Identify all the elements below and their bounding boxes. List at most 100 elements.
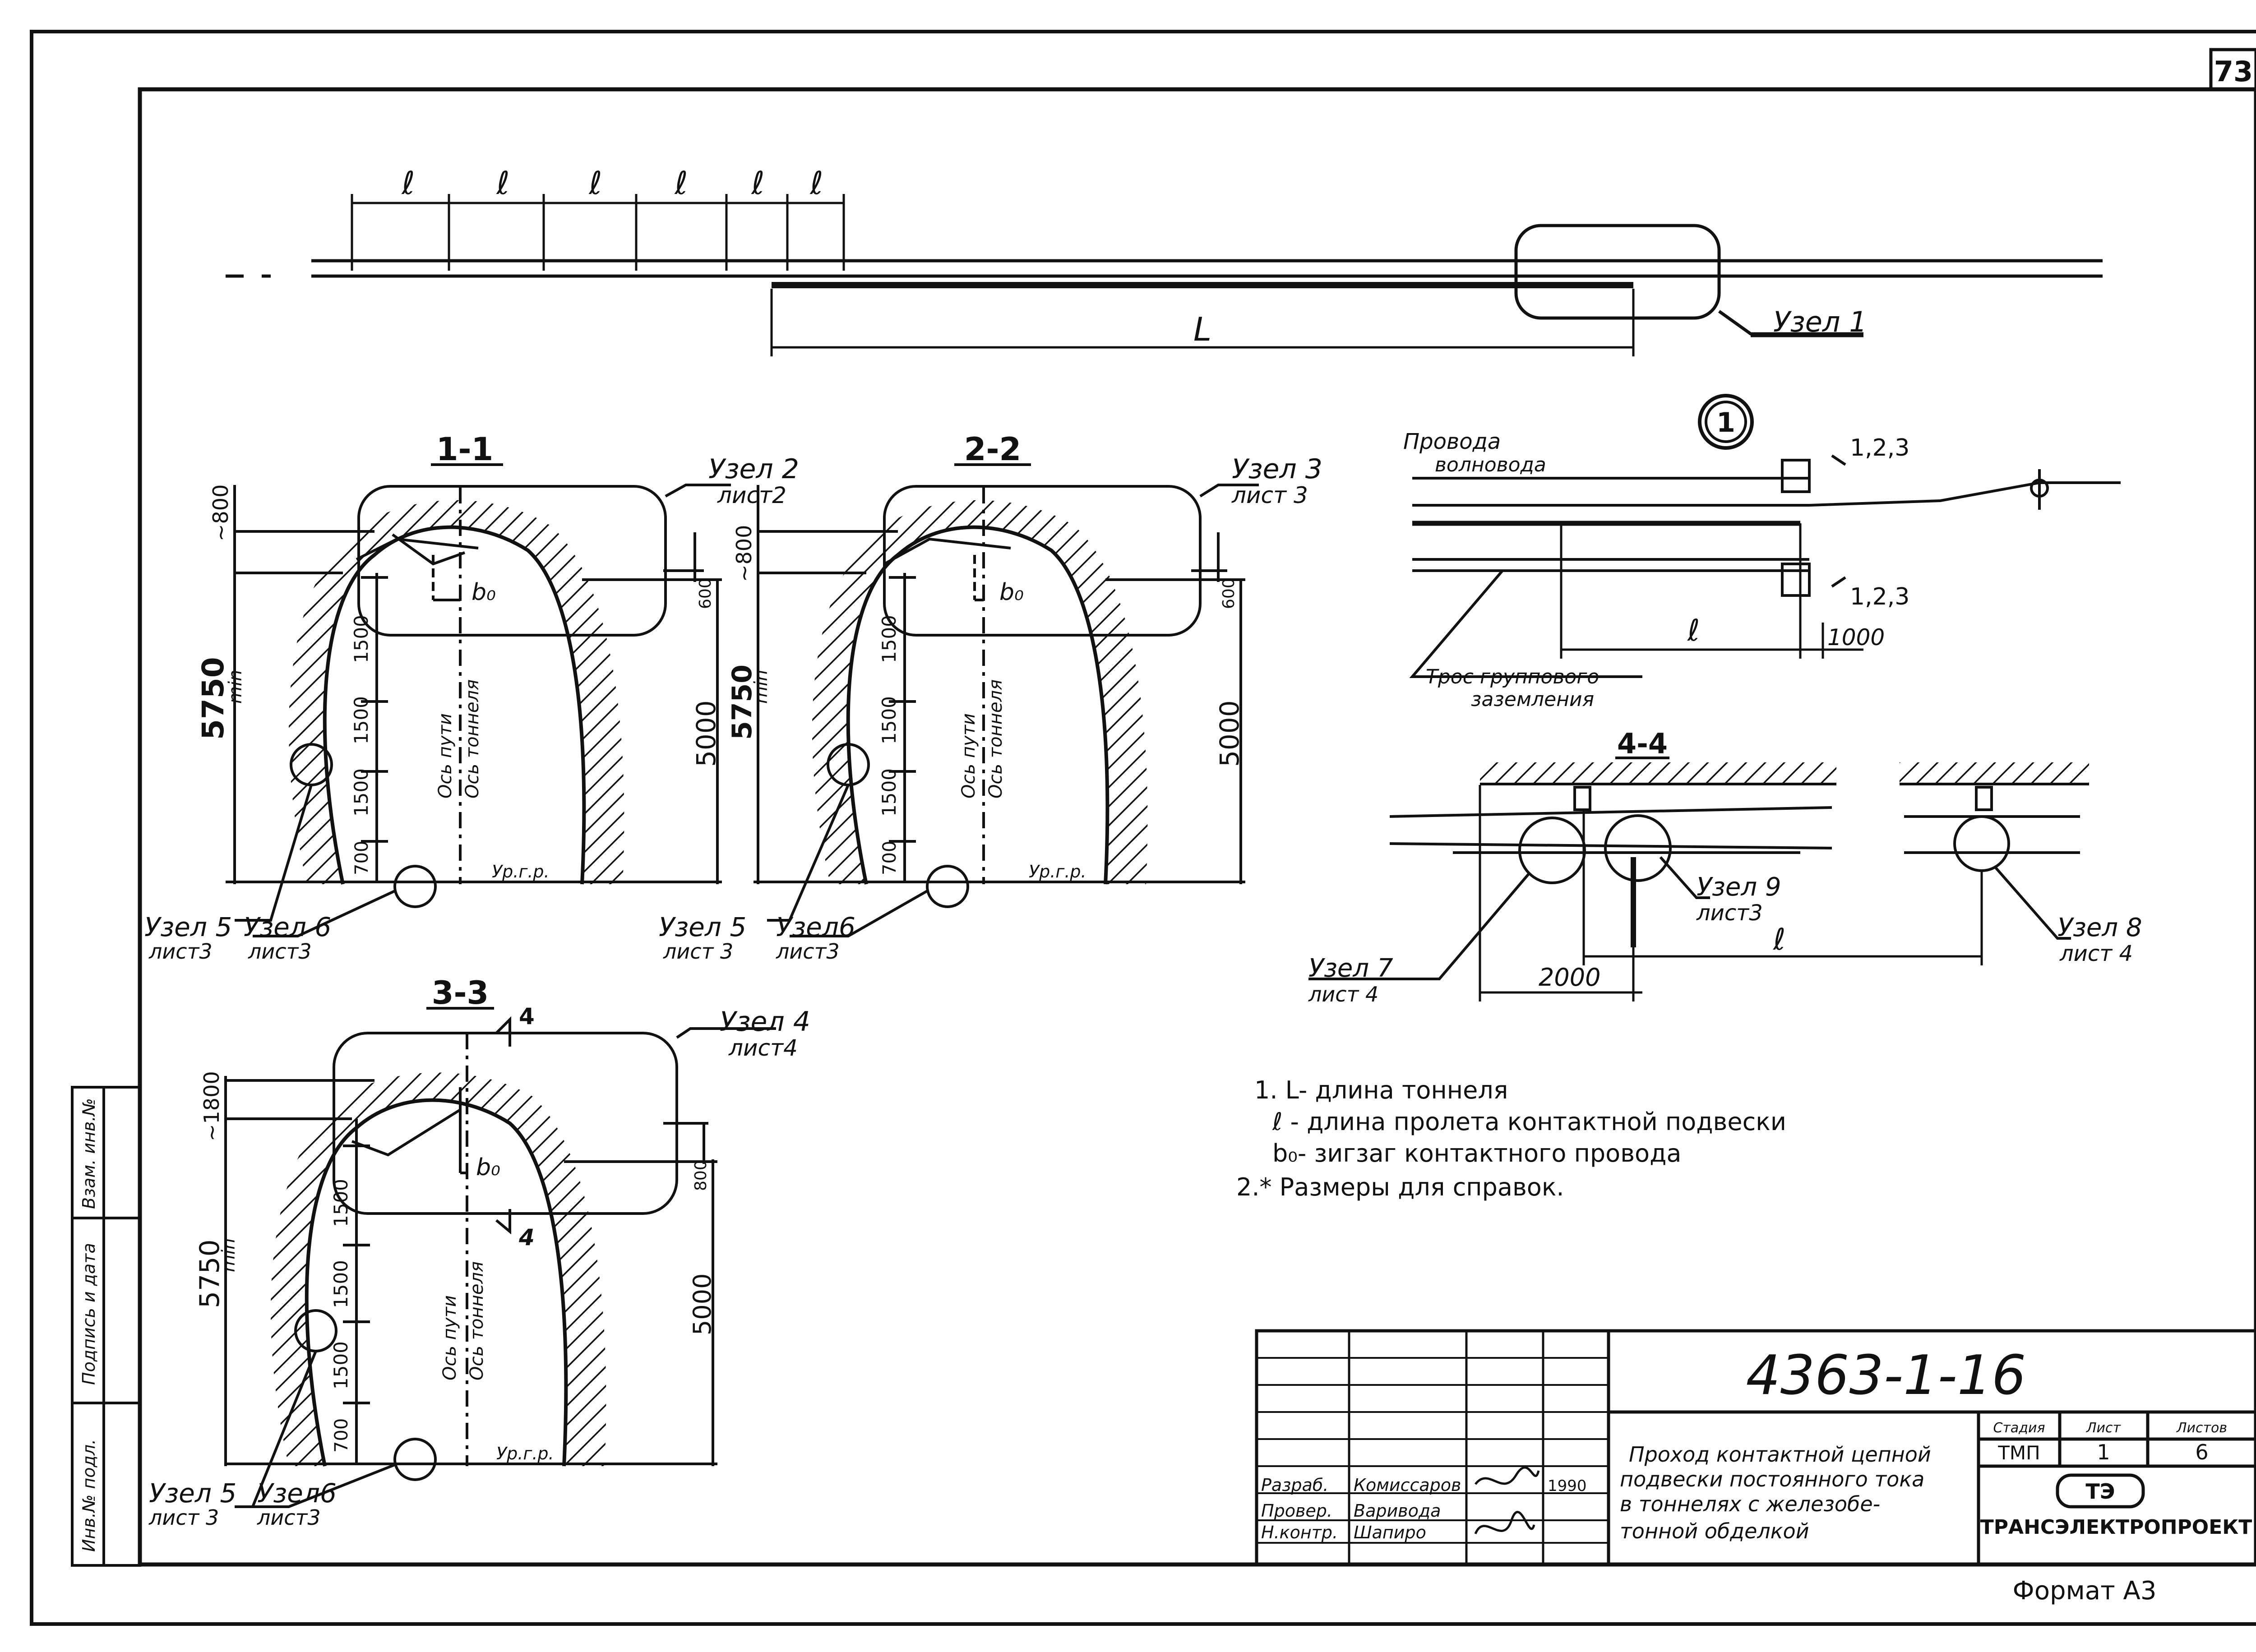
drawing-label: 700 [331, 1418, 352, 1453]
drawing-label: Узел6 [776, 912, 855, 942]
drawing-label: 2-2 [964, 431, 1021, 468]
drawing-label: 1990 [1548, 1477, 1587, 1495]
drawing-label: 5750 [194, 1239, 226, 1308]
drawing-label: ℓ [751, 165, 765, 202]
drawing-label: 4 [519, 1003, 535, 1029]
drawing-label: ℓ [675, 165, 688, 202]
drawing-label: 1500 [330, 1341, 352, 1389]
drawing-label: 1 [2097, 1440, 2110, 1464]
drawing-label: Узел 5 [144, 912, 232, 942]
drawing-label: 2.* Размеры для справок. [1236, 1173, 1564, 1201]
drawing-label: Листов [2176, 1420, 2227, 1436]
sheet-number: 73 [2214, 55, 2253, 88]
drawing-label: Ур.г.р. [492, 862, 550, 881]
title-block [1255, 1329, 2256, 1566]
drawing-label: min [218, 1238, 239, 1272]
drawing-label: ТМП [1997, 1442, 2040, 1464]
drawing-label: Ось тоннеля [462, 679, 483, 798]
drawing-label: ℓ [810, 165, 823, 202]
drawing-label: Шапиро [1354, 1523, 1426, 1542]
drawing-label: 1 [1716, 407, 1735, 438]
drawing-label: 1. L- длина тоннеля [1254, 1076, 1508, 1104]
drawing-label: 1,2,3 [1850, 434, 1909, 461]
drawing-label: ~800 [208, 485, 233, 541]
drawing-label: min [751, 670, 772, 704]
drawing-label: 1500 [350, 768, 372, 817]
drawing-label: 5000 [688, 1274, 717, 1335]
drawing-label: Подпись и дата [79, 1243, 99, 1385]
format-label: Формат А3 [2013, 1576, 2157, 1606]
section-2-2: 2-2 Узел 3 лист 3 ~800 5750 min 1500 150… [659, 431, 1322, 964]
drawing-label: Узел 5 [149, 1478, 236, 1509]
drawing-label: лист4 [728, 1035, 798, 1061]
drawing-label: Н.контр. [1261, 1523, 1338, 1542]
drawing-label: 1-1 [436, 431, 493, 468]
drawing-label: Комиссаров [1354, 1475, 1461, 1495]
drawing-label: лист 4 [1308, 982, 1378, 1006]
drawing-label: 700 [351, 841, 372, 875]
plan-length-label: L [1193, 310, 1211, 348]
drawing-label: Провода [1403, 429, 1501, 454]
drawing-label: Ось пути [439, 1295, 460, 1380]
sheet-number-box [2209, 48, 2256, 91]
drawing-label: 5000 [1214, 700, 1245, 767]
drawing-label: Узел 3 [1232, 453, 1322, 485]
drawing-label: лист 3 [148, 1505, 219, 1530]
drawing-label: 1000 [1827, 624, 1885, 651]
drawing-label: ТЭ [2085, 1479, 2115, 1504]
drawing-label: Ось пути [435, 713, 456, 798]
drawing-label: Ур.г.р. [496, 1444, 554, 1463]
drawing-label: ~800 [732, 525, 756, 582]
drawing-label: Разраб. [1261, 1475, 1328, 1495]
drawing-label: 600 [696, 578, 715, 609]
drawing-label: b₀ [476, 1154, 500, 1181]
drawing-label: 2000 [1539, 963, 1600, 992]
drawing-label: лист3 [257, 1505, 321, 1530]
drawing-label: волновода [1435, 453, 1546, 476]
drawing-label: 1,2,3 [1850, 583, 1909, 610]
drawing-label: Взам. инв.№ [79, 1098, 99, 1209]
drawing-label: 6 [2195, 1440, 2208, 1464]
drawing-label: лист3 [1696, 900, 1763, 926]
drawing-label: Ось пути [958, 713, 979, 798]
section-4-4 [1308, 762, 2089, 1001]
drawing-label: 4 [518, 1224, 535, 1251]
drawing-label: Варивода [1354, 1501, 1441, 1521]
drawing-label: Инв.№ подл. [79, 1439, 99, 1552]
drawing-label: Ось тоннеля [985, 679, 1006, 798]
drawing-label: Трос группового [1426, 665, 1599, 688]
drawing-label: Ось тоннеля [467, 1261, 487, 1380]
drawing-label: Узел 7 [1308, 954, 1393, 983]
drawing-label: Узел 5 [659, 912, 746, 942]
drawing-label: 5750 [726, 664, 758, 740]
drawing-label: Узел 4 [720, 1006, 810, 1038]
drawing-label: Узел 8 [2057, 913, 2142, 942]
section-1-1: 1-1 Узел 2 лист2 ~800 5750 min 1500 1500… [144, 431, 799, 964]
drawing-label: лист 3 [1231, 482, 1308, 508]
drawing-label: 1500 [330, 1260, 352, 1308]
plan-span-labels: ℓ ℓ ℓ ℓ ℓ ℓ [402, 165, 823, 202]
drawing-label: Провер. [1261, 1501, 1332, 1521]
drawing-label: ℓ [402, 165, 415, 202]
drawing-label: Стадия [1993, 1420, 2045, 1436]
drawing-label: ℓ [589, 165, 602, 202]
plan-node-label: Узел 1 [1773, 305, 1867, 338]
drawing-label: Узел 6 [244, 912, 331, 942]
drawing-label: Ур.г.р. [1029, 862, 1086, 881]
drawing-label: Узел 2 [708, 453, 799, 485]
drawing-label: лист 3 [663, 939, 733, 964]
plan-view [226, 194, 2103, 356]
drawing-label: лист3 [148, 939, 213, 964]
drawing-label: Узел6 [257, 1478, 337, 1509]
drawing-label: лист3 [248, 939, 312, 964]
drawing-label: 1500 [330, 1179, 352, 1227]
drawing-label: ~1800 [199, 1071, 224, 1141]
drawing-label: подвески постоянного тока [1620, 1467, 1924, 1491]
drawing-label: лист 4 [2059, 941, 2133, 966]
inner-frame [138, 87, 2256, 1567]
outer-frame [30, 30, 2256, 1626]
drawing-label: заземления [1471, 688, 1594, 711]
drawing-label: лист3 [776, 939, 840, 964]
drawing-label: 600 [1220, 578, 1238, 609]
